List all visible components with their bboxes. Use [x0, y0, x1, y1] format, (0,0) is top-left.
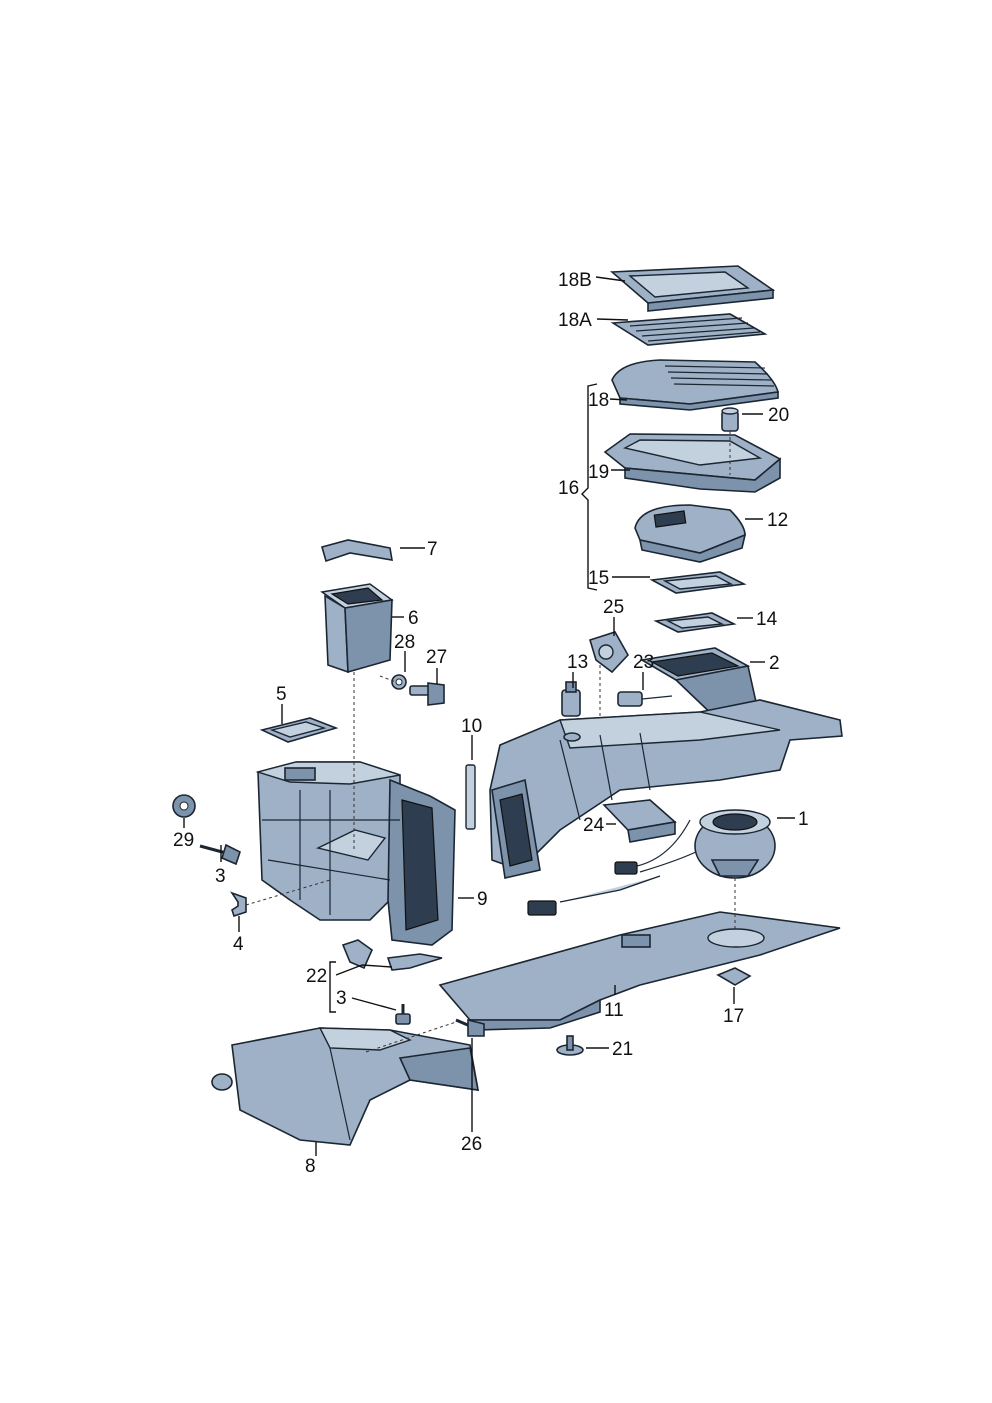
part-23-bolt	[617, 691, 673, 707]
part-29-nut	[172, 794, 196, 818]
leader-18	[609, 398, 628, 401]
part-7-seal	[321, 539, 393, 563]
callout-24: 24	[583, 815, 605, 836]
part-18A-filter	[610, 313, 768, 346]
part-6-duct	[320, 583, 394, 674]
part-main-duct	[489, 699, 843, 879]
callout-29: 29	[173, 830, 194, 851]
part-10-air-distributor	[211, 1027, 479, 1146]
part-21-nut	[721, 407, 739, 432]
callout-15: 11	[604, 1000, 624, 1021]
part-wire-harness	[527, 875, 661, 916]
callout-28: 26	[461, 1134, 482, 1155]
leader-18B	[595, 276, 626, 282]
callout-10: 8	[305, 1156, 316, 1177]
part-8-blower-cover	[634, 504, 747, 563]
part-20-screw	[556, 1035, 584, 1056]
assembly-line-10	[365, 1021, 457, 1053]
callout-9: 13	[567, 652, 588, 673]
leader-22b	[361, 964, 393, 968]
callout-4: 4	[233, 934, 244, 955]
callout-3-left: 3	[215, 866, 226, 887]
part-14-strip	[465, 764, 476, 830]
part-1-blower-motor	[694, 809, 776, 879]
callout-6: 6	[408, 608, 419, 629]
leader-22-bracket	[329, 961, 336, 1013]
part-13-heater-box	[255, 761, 456, 946]
part-25-clip	[589, 631, 629, 674]
callout-5: 5	[276, 684, 287, 705]
callout-20: 21	[612, 1039, 633, 1060]
part-18-cover	[611, 359, 779, 411]
callout-18A: 18A	[558, 310, 592, 331]
leader-3b	[351, 997, 397, 1011]
part-24-resistor	[602, 799, 701, 875]
part-15-floor-tray	[438, 911, 841, 1031]
part-28-screw	[455, 1018, 485, 1037]
callout-22: 22	[306, 966, 327, 987]
callout-14: 10	[461, 716, 482, 737]
callout-8: 12	[767, 510, 788, 531]
callout-7: 7	[427, 539, 438, 560]
callout-11: 14	[756, 609, 778, 630]
leader-18A	[596, 318, 629, 321]
callout-27: 28	[394, 632, 415, 653]
callout-23: 23	[633, 652, 654, 673]
callout-3-lower: 3	[336, 988, 347, 1009]
callout-16: 17	[723, 1006, 744, 1027]
assembly-line-4	[245, 879, 331, 906]
callout-25: 25	[603, 597, 624, 618]
callout-18B: 18B	[558, 270, 592, 291]
assembly-line-27	[379, 675, 397, 683]
part-3-screw-lower	[395, 1004, 411, 1025]
callout-18: 18	[588, 390, 609, 411]
leader-17-bracket	[581, 383, 598, 591]
callout-13: 9	[477, 889, 488, 910]
part-9-sensor	[561, 681, 581, 717]
callout-21: 20	[768, 405, 789, 426]
part-16-clip	[716, 967, 752, 986]
leader-22a	[335, 964, 363, 976]
callout-12: 15	[588, 568, 609, 589]
part-4-clip	[229, 891, 247, 918]
part-18B-frame	[609, 265, 776, 312]
callout-1: 1	[798, 809, 809, 830]
part-3-bolt-left	[199, 843, 241, 866]
callout-26: 27	[426, 647, 447, 668]
callout-2: 2	[769, 653, 780, 674]
callout-17: 16	[558, 478, 579, 499]
part-19-housing	[603, 433, 782, 493]
callout-19: 19	[588, 462, 609, 483]
part-26-bolt	[409, 682, 445, 706]
part-22-clips	[341, 939, 443, 971]
